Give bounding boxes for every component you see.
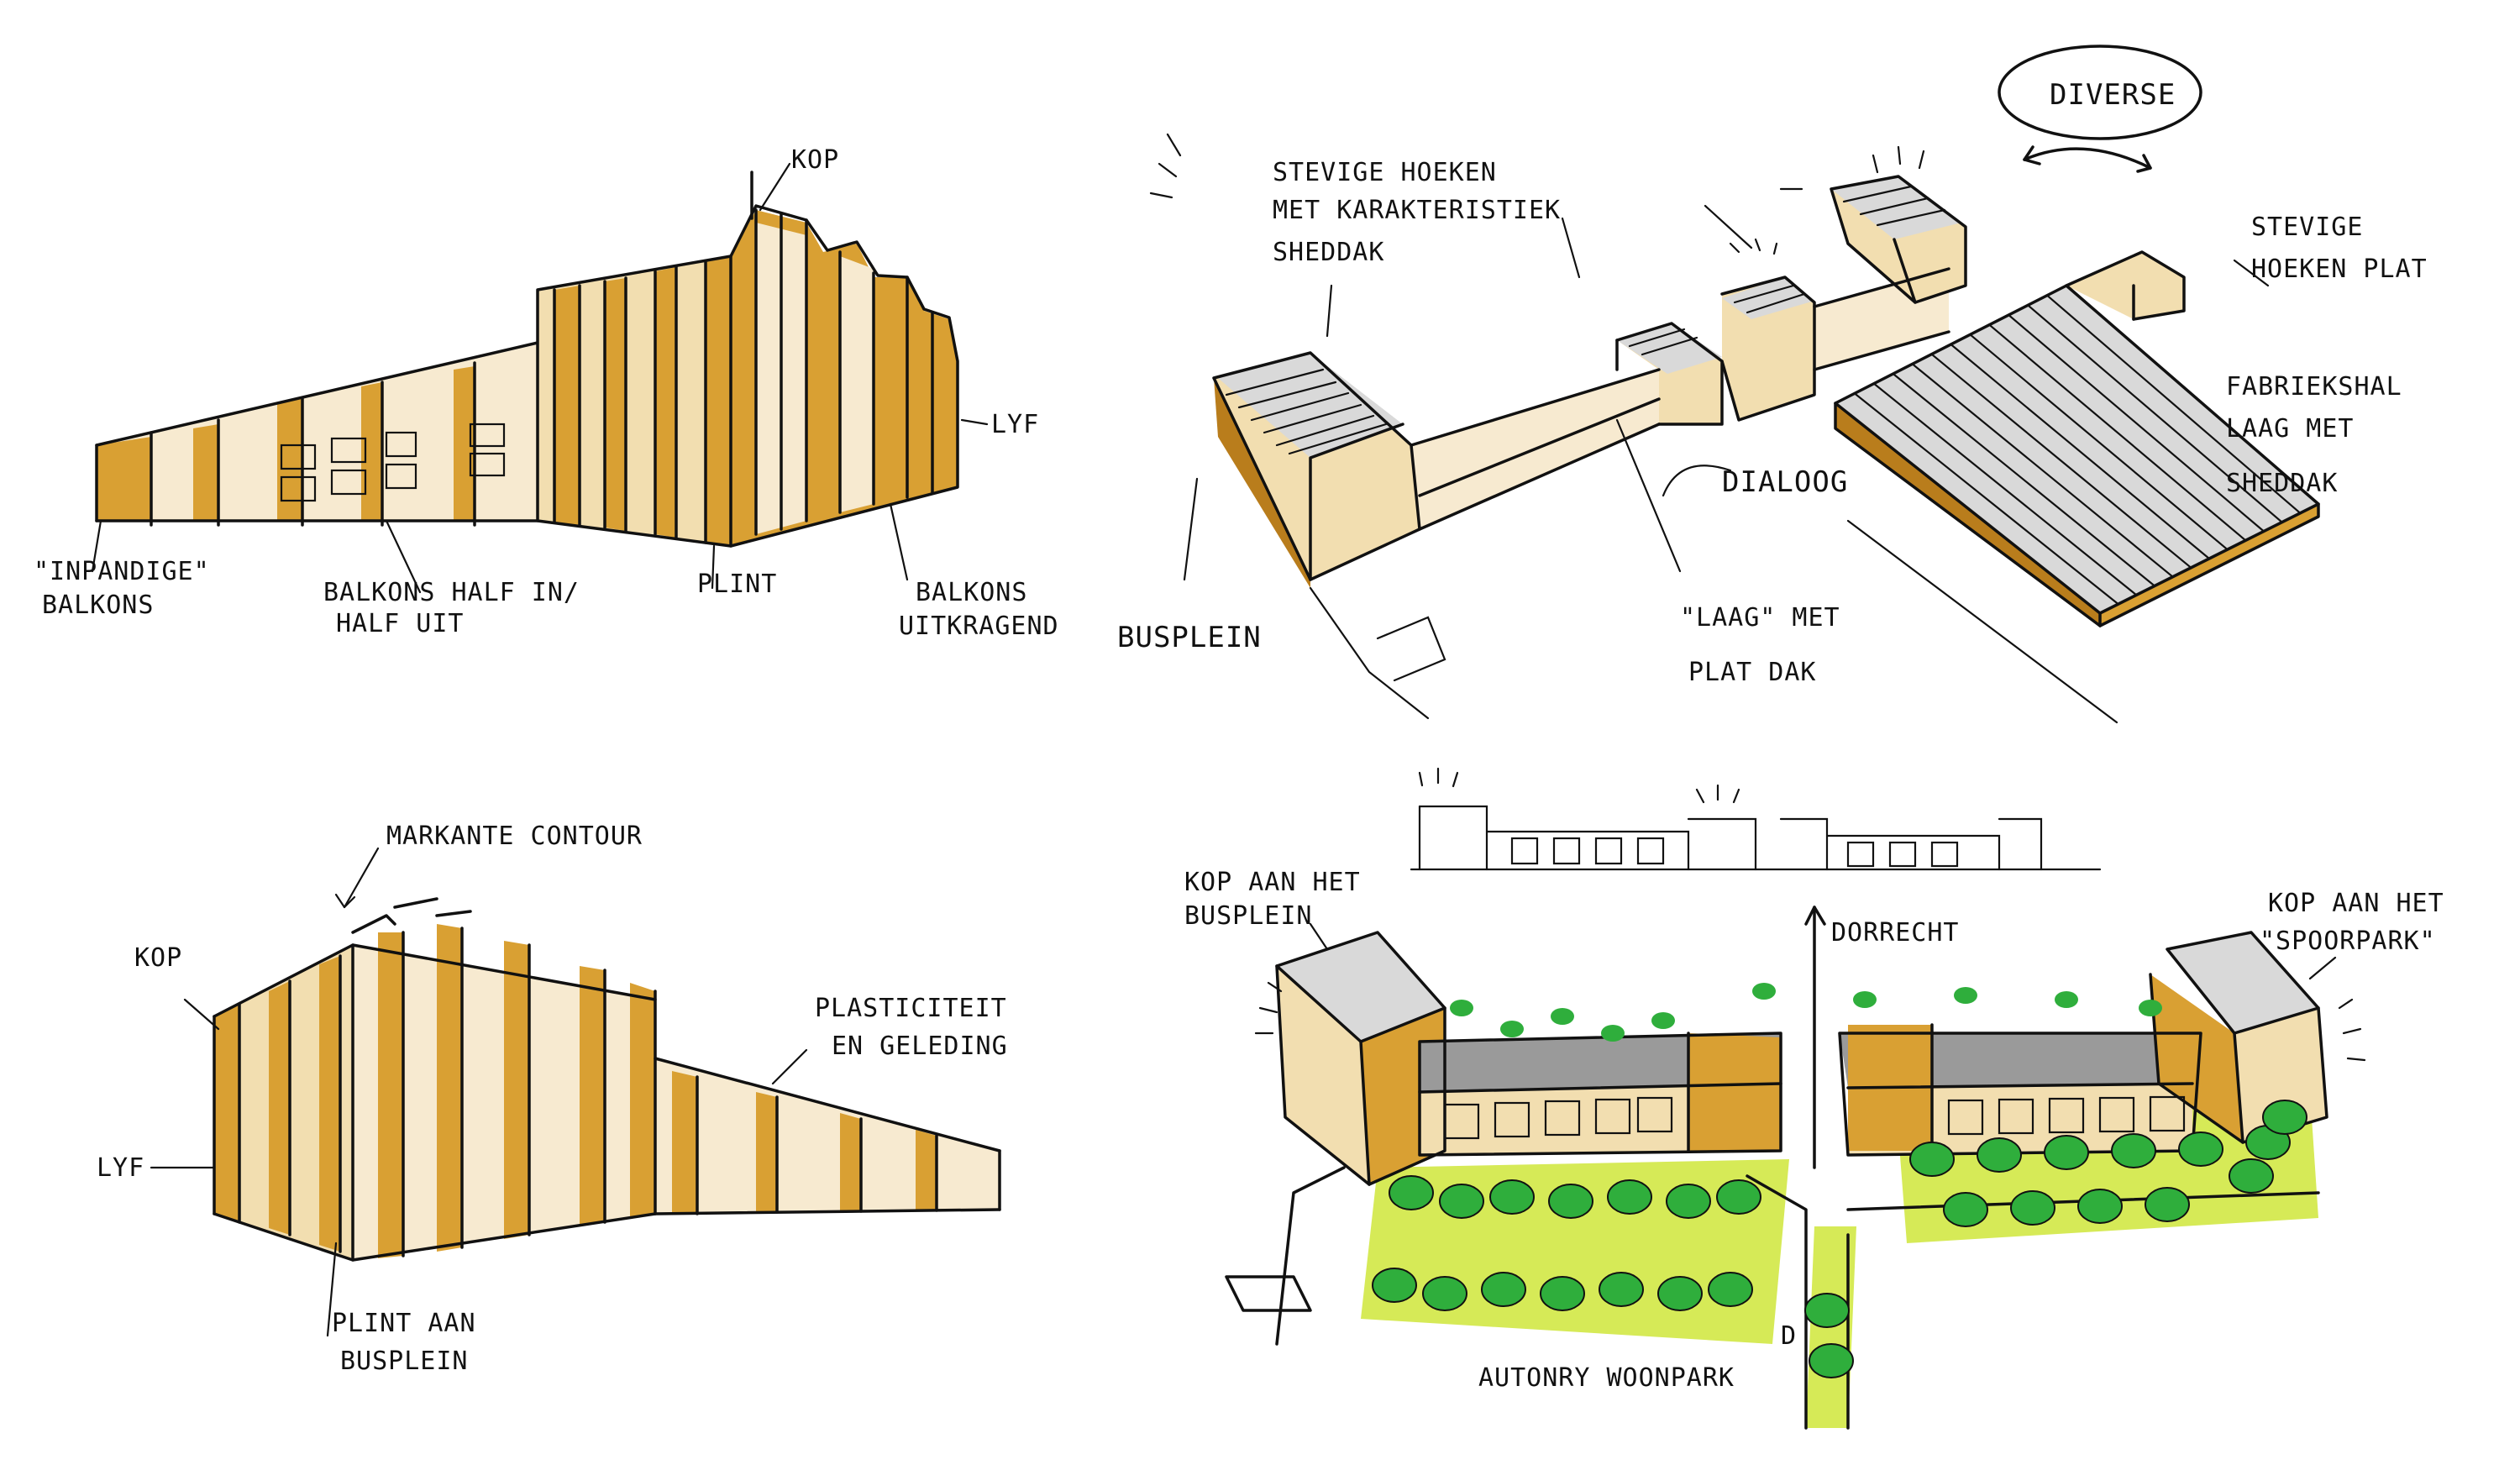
tree <box>1422 1276 1467 1311</box>
label-lyf-3: LYF <box>97 1153 144 1183</box>
tree <box>1439 1184 1484 1219</box>
tree <box>1389 1175 1434 1210</box>
tree <box>1752 983 1776 1000</box>
tree <box>1909 1142 1955 1177</box>
label-stevige-hoeken-2: MET KARAKTERISTIEK <box>1273 196 1561 225</box>
tree <box>1548 1184 1593 1219</box>
tree <box>1489 1179 1535 1215</box>
label-plasticiteit-2: EN GELEDING <box>832 1032 1008 1061</box>
tree <box>2044 1135 2089 1170</box>
label-busplein: BUSPLEIN <box>1117 621 1262 654</box>
tree <box>1943 1192 1988 1227</box>
label-stevige-hoeken-3: SHEDDAK <box>1273 238 1384 267</box>
label-kop-busplein-2: BUSPLEIN <box>1184 901 1313 931</box>
tree <box>1954 987 1977 1004</box>
label-fabriekshal-3: SHEDDAK <box>2226 469 2338 498</box>
label-balkons-half-2: HALF UIT <box>336 609 465 638</box>
label-fabriekshal-2: LAAG MET <box>2226 414 2355 444</box>
tree <box>2055 991 2078 1008</box>
tree <box>1809 1343 1854 1378</box>
label-kop-3: KOP <box>134 943 182 973</box>
tree <box>2111 1133 2156 1168</box>
label-fabriekshal-1: FABRIEKSHAL <box>2226 372 2402 402</box>
tree <box>1500 1021 1524 1037</box>
label-uitkragend-1: BALKONS <box>916 578 1027 607</box>
label-balkons-half-1: BALKONS HALF IN/ <box>323 578 580 607</box>
label-inpandige-balkons-2: BALKONS <box>42 591 154 620</box>
label-diverse: DIVERSE <box>2050 78 2176 112</box>
sketch-site-aerial: KOP AAN HET BUSPLEIN DORRECHT KOP AAN HE… <box>1184 767 2444 1430</box>
tree <box>1651 1012 1675 1029</box>
tree <box>1551 1008 1574 1025</box>
label-stevige-plat-2: HOEKEN PLAT <box>2251 255 2428 284</box>
label-kop-spoorpark-2: "SPOORPARK" <box>2260 927 2436 956</box>
tree <box>1708 1272 1753 1307</box>
sketch-massing-axonometric: DIVERSE STEVIGE HOEKEN MET KARAKTERISTIE… <box>1117 45 2428 724</box>
tree <box>2145 1187 2190 1222</box>
label-lyf: LYF <box>991 410 1039 439</box>
label-plasticiteit-1: PLASTICITEIT <box>815 994 1007 1023</box>
tree <box>1666 1184 1711 1219</box>
tree <box>1601 1025 1625 1042</box>
tree <box>1481 1272 1526 1307</box>
label-kop-spoorpark-1: KOP AAN HET <box>2268 889 2444 918</box>
sketch-facade-perspective: KOP LYF PLINT "INPANDIGE" BALKONS BALKON… <box>34 145 1059 641</box>
label-kop-busplein-1: KOP AAN HET <box>1184 868 1361 897</box>
tree <box>1804 1293 1850 1328</box>
tree <box>2139 1000 2162 1016</box>
tree <box>1599 1272 1644 1307</box>
tree <box>1853 991 1877 1008</box>
tree <box>2229 1158 2274 1194</box>
tree <box>2178 1131 2223 1167</box>
tree <box>1716 1179 1761 1215</box>
tree <box>1450 1000 1473 1016</box>
label-stevige-hoeken-1: STEVIGE HOEKEN <box>1273 158 1497 187</box>
label-uitkragend-2: UITKRAGEND <box>899 612 1059 641</box>
tree <box>1372 1268 1417 1303</box>
label-inpandige-balkons-1: "INPANDIGE" <box>34 557 210 586</box>
label-dorrecht: DORRECHT <box>1831 918 1960 948</box>
label-laag-plat-1: "LAAG" MET <box>1680 603 1840 633</box>
tree <box>2077 1189 2123 1224</box>
sketch-corner-perspective: MARKANTE CONTOUR KOP LYF PLASTICITEIT EN… <box>97 822 1008 1376</box>
label-letter-d: D <box>1781 1321 1797 1351</box>
label-markante-contour: MARKANTE CONTOUR <box>386 822 643 851</box>
label-kop: KOP <box>791 145 839 175</box>
tree <box>1657 1276 1703 1311</box>
label-plint-aan-2: BUSPLEIN <box>340 1347 469 1376</box>
tree <box>2262 1100 2307 1135</box>
tree <box>1540 1276 1585 1311</box>
label-plint: PLINT <box>697 570 777 599</box>
label-stevige-plat-1: STEVIGE <box>2251 213 2363 242</box>
label-laag-plat-2: PLAT DAK <box>1688 658 1817 687</box>
label-woonpark: AUTONRY WOONPARK <box>1478 1363 1735 1393</box>
tree <box>1607 1179 1652 1215</box>
tree <box>2010 1190 2055 1226</box>
label-dialoog: DIALOOG <box>1722 465 1848 499</box>
tree <box>1977 1137 2022 1173</box>
label-plint-aan-1: PLINT AAN <box>332 1309 476 1338</box>
